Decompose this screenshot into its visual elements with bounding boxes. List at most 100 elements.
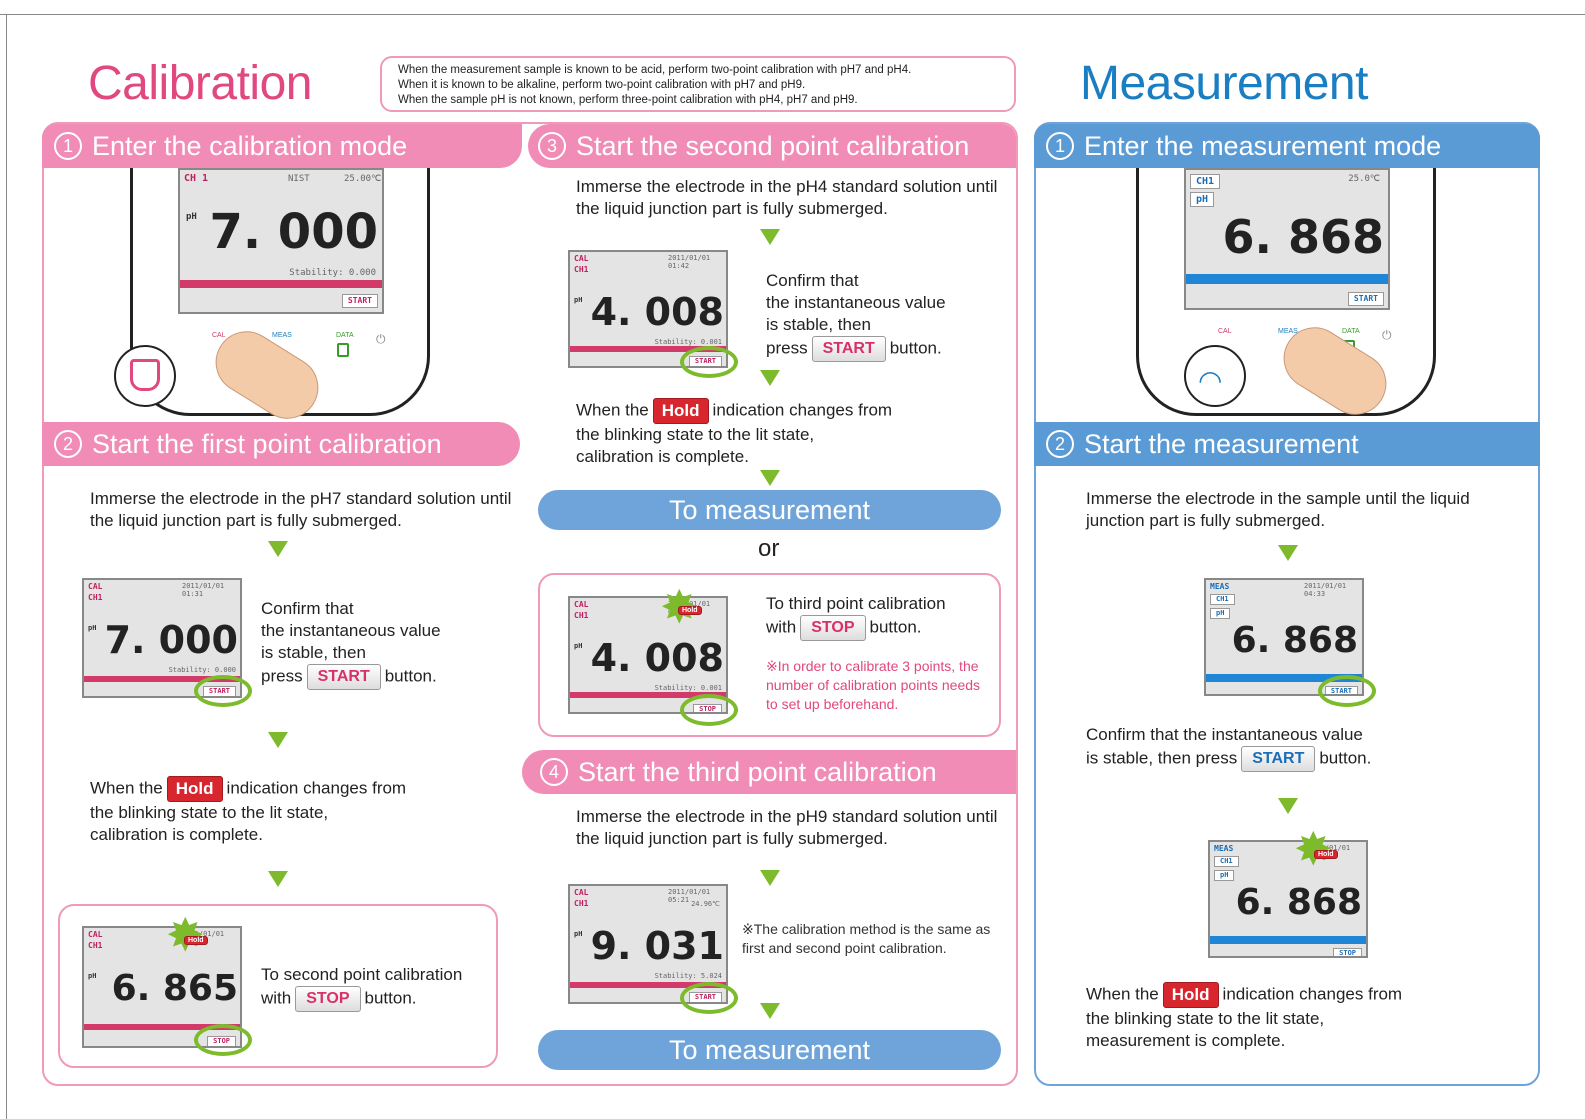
ph-selector[interactable]: pH bbox=[1210, 608, 1231, 619]
confirm-line: Confirm that bbox=[261, 599, 354, 618]
channel-label: CH1 bbox=[574, 899, 589, 908]
mode-label: CAL bbox=[574, 888, 589, 897]
down-arrow-icon bbox=[268, 732, 288, 748]
channel-label: CH1 bbox=[574, 265, 589, 274]
third-point-box bbox=[538, 573, 1001, 737]
ph-selector[interactable]: pH bbox=[1190, 192, 1215, 207]
step-title: Start the third point calibration bbox=[578, 756, 937, 787]
status-bar bbox=[570, 982, 726, 988]
screen-stop-button[interactable]: STOP bbox=[1333, 948, 1362, 956]
standard-label: NIST bbox=[288, 174, 310, 184]
mode-label: MEAS bbox=[1210, 582, 1230, 591]
data-key-label: DATA bbox=[1342, 328, 1360, 335]
note-line: When it is known to be alkaline, perform… bbox=[398, 79, 806, 91]
date-label: 2011/01/01 04:33 bbox=[1304, 582, 1347, 598]
press-text: press bbox=[261, 666, 303, 686]
channel-selector[interactable]: CH1 bbox=[1214, 856, 1239, 867]
confirm-line: is stable, then bbox=[766, 315, 871, 334]
confirm-line: Confirm that the instantaneous value bbox=[1086, 725, 1363, 744]
ph-value: 6. 868 bbox=[1222, 210, 1384, 264]
or-label: or bbox=[758, 535, 780, 562]
hold-post: indication changes from bbox=[1222, 984, 1403, 1004]
channel-label: CH1 bbox=[88, 593, 103, 602]
stability-label: Stability: 0.001 bbox=[654, 338, 722, 346]
meas-key-label: MEAS bbox=[272, 332, 292, 339]
data-key-icon[interactable] bbox=[337, 343, 349, 357]
ph-label: pH bbox=[88, 624, 97, 632]
hold-indicator: Hold bbox=[166, 776, 223, 802]
callout-bubble bbox=[114, 345, 176, 407]
stability-label: Stability: 5.024 bbox=[654, 972, 722, 980]
down-arrow-icon bbox=[760, 870, 780, 886]
stop-button[interactable]: STOP bbox=[800, 615, 866, 641]
step1-header: 1 Enter the calibration mode bbox=[42, 124, 522, 168]
meas-step2-header: 2 Start the measurement bbox=[1034, 422, 1540, 466]
line: To second point calibration bbox=[261, 965, 463, 984]
ph-selector[interactable]: pH bbox=[1214, 870, 1235, 881]
meter-screen: MEAS 2011/01/01 04:34 CH1 pH 6. 868 STOP bbox=[1208, 840, 1368, 958]
meas-instruction: Immerse the electrode in the sample unti… bbox=[1086, 489, 1470, 530]
status-bar bbox=[180, 280, 382, 288]
measurement-panel bbox=[1034, 122, 1540, 1086]
to-measurement-button[interactable]: To measurement bbox=[538, 490, 1001, 530]
button-text: button. bbox=[364, 988, 417, 1008]
line: To third point calibration bbox=[766, 594, 946, 613]
step2-header: 2 Start the first point calibration bbox=[42, 422, 520, 466]
with-text: with bbox=[261, 988, 292, 1008]
date-label: 2011/01/01 01:42 bbox=[668, 254, 711, 270]
ph-value: 9. 031 bbox=[590, 924, 724, 968]
down-arrow-icon bbox=[760, 229, 780, 245]
button-text: button. bbox=[889, 338, 942, 358]
mode-label: CAL bbox=[574, 254, 589, 263]
ph-value: 6. 868 bbox=[1235, 882, 1362, 923]
hold-line: the blinking state to the lit state, bbox=[90, 803, 329, 822]
step-title: Start the measurement bbox=[1084, 428, 1359, 459]
hold-line: the blinking state to the lit state, bbox=[1086, 1009, 1325, 1028]
meter-screen: CAL 2011/01/01 01:31 CH1 pH 7. 000 Stabi… bbox=[82, 578, 242, 698]
start-button[interactable]: START bbox=[1241, 746, 1316, 772]
step-title: Start the first point calibration bbox=[92, 428, 442, 459]
calibration-note: When the measurement sample is known to … bbox=[380, 56, 1016, 112]
step-title: Start the second point calibration bbox=[576, 130, 970, 161]
button-text: button. bbox=[869, 617, 922, 637]
temperature-label: 25.0℃ bbox=[1348, 174, 1380, 184]
start-button[interactable]: START bbox=[811, 336, 886, 362]
power-icon[interactable]: ⏻ bbox=[376, 332, 386, 346]
hold-indicator: Hold bbox=[184, 936, 208, 945]
step2-confirm: Confirm that the instantaneous value is … bbox=[261, 598, 441, 690]
ph-label: pH bbox=[574, 296, 583, 304]
status-bar bbox=[1186, 274, 1388, 284]
hold-line: calibration is complete. bbox=[576, 447, 749, 466]
power-icon[interactable]: ⏻ bbox=[1382, 328, 1392, 342]
step4-note: ※The calibration method is the same as f… bbox=[742, 921, 991, 956]
confirm-line: is stable, then press bbox=[1086, 748, 1238, 768]
stability-label: Stability: 0.001 bbox=[654, 684, 722, 692]
channel-selector[interactable]: CH1 bbox=[1190, 174, 1221, 189]
down-arrow-icon bbox=[760, 1003, 780, 1019]
note-line: When the measurement sample is known to … bbox=[398, 64, 912, 76]
start-button[interactable]: START bbox=[306, 664, 381, 690]
highlight-ring bbox=[194, 675, 252, 707]
ph-value: 6. 868 bbox=[1231, 620, 1358, 661]
screen-start-button[interactable]: START bbox=[341, 294, 378, 308]
channel-selector[interactable]: CH1 bbox=[1210, 594, 1235, 605]
step-title: Enter the measurement mode bbox=[1084, 130, 1442, 161]
date-label: 2011/01/01 05:21 bbox=[668, 888, 711, 904]
step2-instruction: Immerse the electrode in the pH7 standar… bbox=[90, 489, 512, 530]
press-text: press bbox=[766, 338, 808, 358]
ph-value: 4. 008 bbox=[590, 636, 724, 680]
date-label: 2011/01/01 01:31 bbox=[182, 582, 225, 598]
mode-label: CAL bbox=[574, 600, 589, 609]
blink-burst-icon: ✸ bbox=[166, 909, 205, 961]
screen-start-button[interactable]: START bbox=[1347, 292, 1384, 306]
meter-screen: MEAS 2011/01/01 04:33 CH1 pH 6. 868 STAR… bbox=[1204, 578, 1364, 696]
down-arrow-icon bbox=[268, 871, 288, 887]
to-measurement-button[interactable]: To measurement bbox=[538, 1030, 1001, 1070]
stop-button[interactable]: STOP bbox=[295, 986, 361, 1012]
beaker-icon bbox=[130, 359, 160, 391]
meas-step1-header: 1 Enter the measurement mode bbox=[1034, 124, 1540, 168]
step3-confirm: Confirm that the instantaneous value is … bbox=[766, 270, 946, 362]
